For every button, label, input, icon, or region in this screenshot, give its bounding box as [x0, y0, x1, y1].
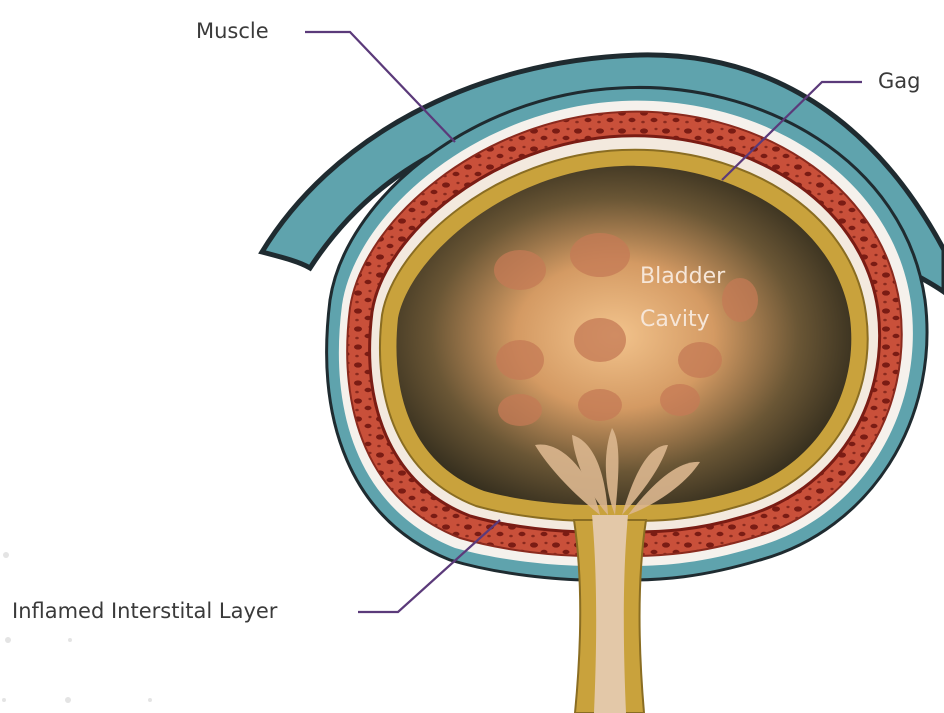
- urethra-inner: [592, 515, 628, 713]
- inflamed-layer-label: Inflamed Interstital Layer: [12, 599, 278, 623]
- cavity-label-line1: Bladder: [640, 264, 726, 289]
- cavity-label-line2: Cavity: [640, 307, 710, 332]
- gag-label: Gag: [878, 69, 920, 93]
- background-dots: [2, 552, 152, 703]
- muscle-label: Muscle: [196, 19, 269, 43]
